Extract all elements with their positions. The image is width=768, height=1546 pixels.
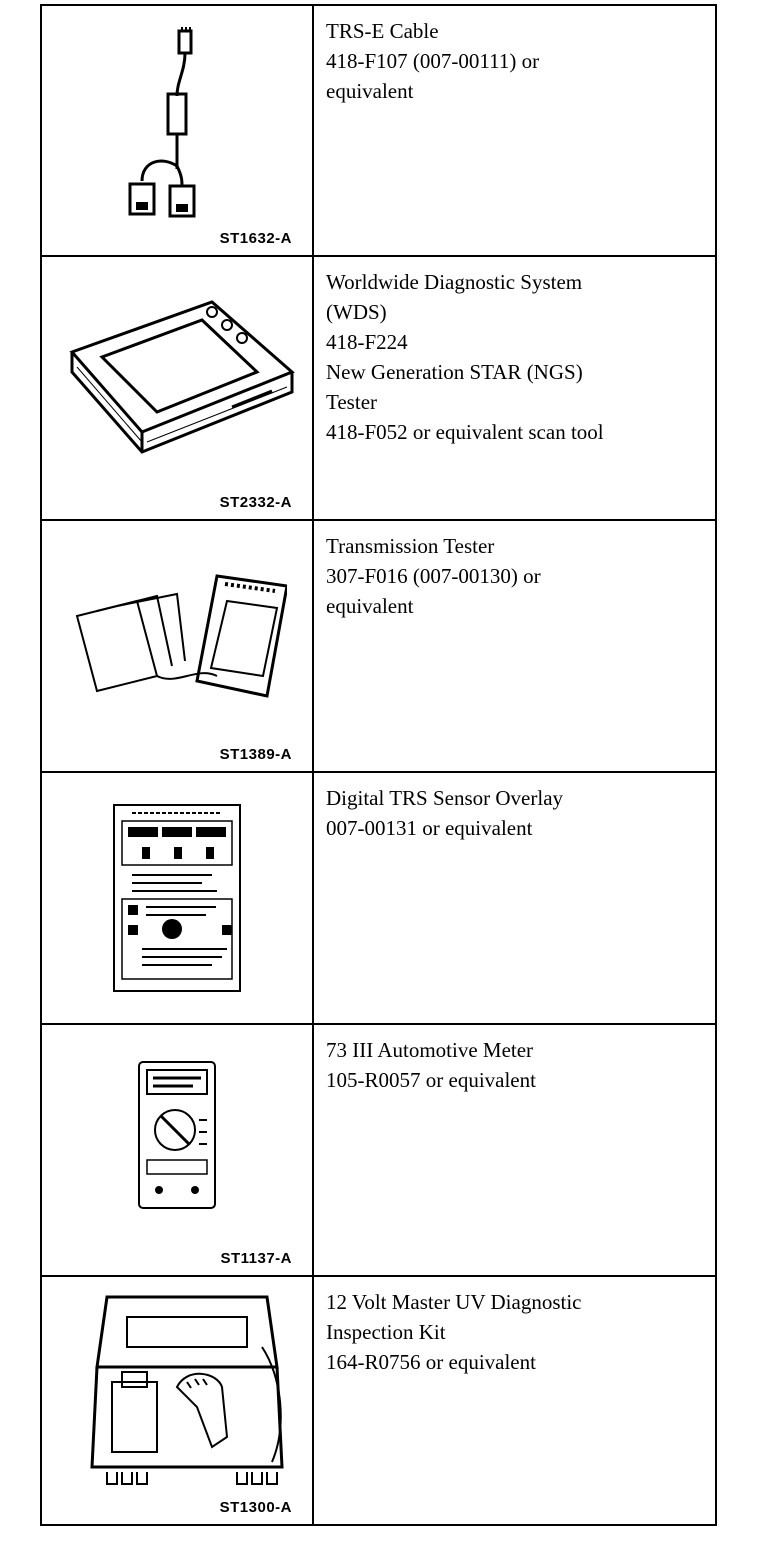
tool-row: Digital TRS Sensor Overlay 007-00131 or … <box>40 771 717 1025</box>
tool-name: 73 III Automotive Meter <box>326 1038 534 1062</box>
tool-illustration-cell: ST1632-A <box>42 6 314 255</box>
tool-description: Digital TRS Sensor Overlay 007-00131 or … <box>314 773 715 1023</box>
tool-name: Transmission Tester <box>326 534 495 558</box>
tool-code: ST2332-A <box>219 494 292 511</box>
tool-row: ST1632-A TRS-E Cable 418-F107 (007-00111… <box>40 4 717 257</box>
tool-line: Tester <box>326 390 378 414</box>
tool-name: 12 Volt Master UV Diagnostic <box>326 1290 582 1314</box>
tool-line: 418-F107 (007-00111) or <box>326 49 540 73</box>
tool-code: ST1137-A <box>220 1250 292 1267</box>
tool-description: 12 Volt Master UV Diagnostic Inspection … <box>314 1277 715 1524</box>
tool-line: 007-00131 or equivalent <box>326 816 533 840</box>
tool-row: ST1389-A Transmission Tester 307-F016 (0… <box>40 519 717 773</box>
tool-illustration-cell: ST1137-A <box>42 1025 314 1275</box>
tool-description: Worldwide Diagnostic System (WDS) 418-F2… <box>314 257 715 519</box>
tool-line: (WDS) <box>326 300 387 324</box>
tool-name: TRS-E Cable <box>326 19 439 43</box>
tool-line: equivalent <box>326 594 414 618</box>
tool-line: 418-F224 <box>326 330 408 354</box>
tool-row: ST2332-A Worldwide Diagnostic System (WD… <box>40 255 717 521</box>
tool-line: equivalent <box>326 79 414 103</box>
tool-name: Digital TRS Sensor Overlay <box>326 786 564 810</box>
tool-name: Worldwide Diagnostic System <box>326 270 583 294</box>
tool-illustration-cell: ST2332-A <box>42 257 314 519</box>
tool-row: ST1137-A 73 III Automotive Meter 105-R00… <box>40 1023 717 1277</box>
tool-illustration-cell: ST1300-A <box>42 1277 314 1524</box>
tool-description: Transmission Tester 307-F016 (007-00130)… <box>314 521 715 771</box>
wds-tester-illustration <box>69 300 295 454</box>
automotive-meter-illustration <box>138 1061 216 1209</box>
tool-description: 73 III Automotive Meter 105-R0057 or equ… <box>314 1025 715 1275</box>
tool-line: Inspection Kit <box>326 1320 446 1344</box>
tool-description: TRS-E Cable 418-F107 (007-00111) or equi… <box>314 6 715 255</box>
transmission-tester-illustration <box>75 574 287 698</box>
tool-line: 164-R0756 or equivalent <box>326 1350 536 1374</box>
tool-illustration-cell: ST1389-A <box>42 521 314 771</box>
tool-name: New Generation STAR (NGS) <box>326 360 583 384</box>
uv-inspection-kit-illustration <box>90 1295 284 1485</box>
tool-line: 307-F016 (007-00130) or <box>326 564 541 588</box>
trs-sensor-overlay-illustration <box>113 804 241 992</box>
tool-line: 418-F052 or equivalent scan tool <box>326 420 604 444</box>
tool-row: ST1300-A 12 Volt Master UV Diagnostic In… <box>40 1275 717 1526</box>
trs-e-cable-illustration <box>128 27 196 218</box>
tool-illustration-cell <box>42 773 314 1023</box>
tool-code: ST1300-A <box>219 1499 292 1516</box>
special-tools-table: ST1632-A TRS-E Cable 418-F107 (007-00111… <box>40 4 717 1526</box>
tool-line: 105-R0057 or equivalent <box>326 1068 536 1092</box>
tool-code: ST1389-A <box>219 746 292 763</box>
tool-code: ST1632-A <box>219 230 292 247</box>
